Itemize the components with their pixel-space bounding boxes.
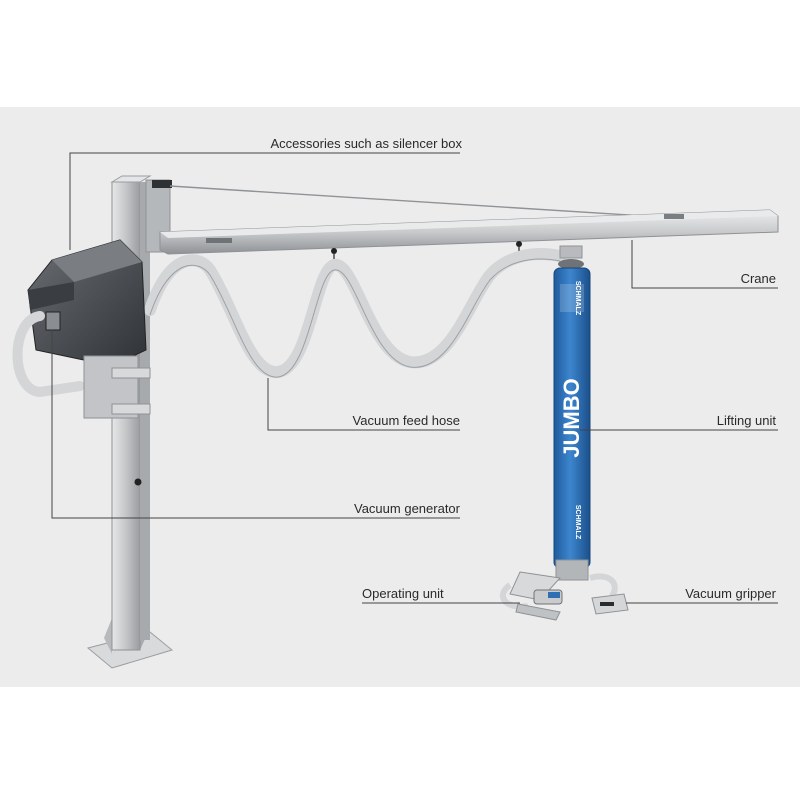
label-vacuum-generator: Vacuum generator — [354, 501, 461, 516]
label-vacuum-feed-hose: Vacuum feed hose — [353, 413, 460, 428]
leader-vacuum-generator — [51, 330, 460, 519]
leader-vacuum-feed-hose — [267, 378, 460, 431]
crane-boom — [159, 209, 779, 255]
leader-lines — [51, 152, 778, 604]
leader-crane — [631, 240, 778, 289]
label-accessories: Accessories such as silencer box — [271, 136, 463, 151]
label-lifting-unit: Lifting unit — [717, 413, 777, 428]
operating-unit — [500, 571, 563, 621]
control-button — [548, 592, 560, 598]
leader-accessories — [69, 152, 460, 250]
maker-logo-top: SCHMALZ — [574, 281, 581, 316]
column-gusset-left — [104, 618, 112, 654]
boom-trolley-left — [206, 238, 232, 243]
vacuum-gripper — [589, 573, 629, 615]
label-crane: Crane — [741, 271, 776, 286]
product-name: JUMBO — [559, 378, 584, 457]
tube-swivel — [559, 245, 583, 259]
label-vacuum-gripper: Vacuum gripper — [685, 586, 776, 601]
tube-bottom-collar — [555, 559, 589, 581]
generator-hose-loop — [12, 311, 85, 398]
bracket-clamp — [152, 180, 172, 188]
boom-trolley-right — [664, 214, 684, 219]
column-bolt — [134, 478, 142, 486]
vacuum-feed-hose — [144, 248, 566, 378]
tie-rod — [169, 185, 677, 219]
vacuum-generator — [12, 239, 151, 419]
label-operating-unit: Operating unit — [362, 586, 444, 601]
maker-logo-bottom: SCHMALZ — [574, 505, 581, 540]
column-top — [110, 175, 152, 183]
lifting-unit: SCHMALZ JUMBO SCHMALZ — [553, 245, 591, 581]
generator-port — [45, 311, 61, 331]
hose-shadow — [149, 258, 561, 378]
